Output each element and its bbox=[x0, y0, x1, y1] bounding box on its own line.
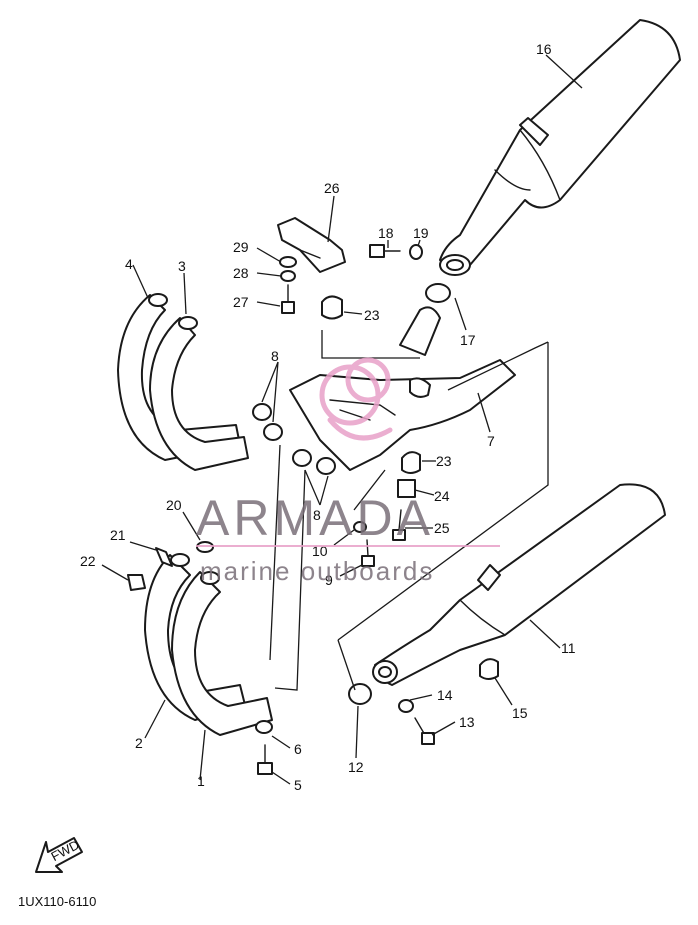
callout-29: 29 bbox=[233, 239, 249, 255]
nut-22 bbox=[127, 574, 146, 591]
exhaust-pipe-2 bbox=[144, 553, 246, 721]
exhaust-pipe-1 bbox=[171, 571, 273, 736]
callout-26: 26 bbox=[324, 180, 340, 196]
callout-28: 28 bbox=[233, 265, 249, 281]
bolt-18 bbox=[369, 244, 401, 258]
callout-15: 15 bbox=[512, 705, 528, 721]
bolt-9 bbox=[361, 539, 375, 567]
callout-9: 9 bbox=[325, 572, 333, 588]
callout-14: 14 bbox=[437, 687, 453, 703]
collar-24 bbox=[397, 479, 416, 498]
gasket-17 bbox=[425, 283, 451, 303]
nut-28 bbox=[280, 270, 296, 282]
fwd-arrow-icon: FWD bbox=[35, 837, 83, 873]
muffler-upper bbox=[439, 19, 681, 276]
callout-23-lower: 23 bbox=[436, 453, 452, 469]
damper-23-upper bbox=[321, 295, 343, 320]
gasket-8-c bbox=[292, 449, 312, 467]
callout-8-upper: 8 bbox=[271, 348, 279, 364]
bolt-13 bbox=[414, 717, 435, 745]
watermark-logo-icon bbox=[319, 357, 393, 441]
diagram-code: 1UX110-6110 bbox=[18, 894, 96, 909]
washer-14 bbox=[398, 699, 414, 713]
washer-6 bbox=[255, 720, 273, 734]
exhaust-pipe-3 bbox=[149, 316, 249, 471]
nut-10 bbox=[353, 521, 367, 533]
callout-23-upper: 23 bbox=[364, 307, 380, 323]
gasket-8-d bbox=[316, 457, 336, 475]
callout-16: 16 bbox=[536, 41, 552, 57]
callout-4: 4 bbox=[125, 256, 133, 272]
watermark-tagline: marine outboards bbox=[200, 556, 434, 586]
callout-5: 5 bbox=[294, 777, 302, 793]
callout-22: 22 bbox=[80, 553, 96, 569]
gasket-8-b bbox=[263, 423, 283, 441]
damper-23-lower bbox=[401, 451, 421, 474]
callout-27: 27 bbox=[233, 294, 249, 310]
muffler-lower bbox=[372, 483, 666, 686]
callout-18: 18 bbox=[378, 225, 394, 241]
callout-25: 25 bbox=[434, 520, 450, 536]
damper-15 bbox=[479, 658, 499, 680]
stud-21 bbox=[155, 547, 173, 567]
callout-24: 24 bbox=[434, 488, 450, 504]
washer-29 bbox=[279, 256, 297, 268]
callout-2: 2 bbox=[135, 735, 143, 751]
exhaust-collector-7 bbox=[289, 306, 516, 471]
washer-19 bbox=[409, 244, 423, 260]
callout-8-lower: 8 bbox=[313, 507, 321, 523]
callout-7: 7 bbox=[487, 433, 495, 449]
bracket-26 bbox=[277, 217, 346, 273]
callout-17: 17 bbox=[460, 332, 476, 348]
callout-21: 21 bbox=[110, 527, 126, 543]
bolt-27 bbox=[281, 284, 295, 314]
callout-19: 19 bbox=[413, 225, 429, 241]
callout-1: 1 bbox=[197, 773, 205, 789]
watermark-brand: ARMADA bbox=[196, 490, 434, 546]
callout-12: 12 bbox=[348, 759, 364, 775]
callout-6: 6 bbox=[294, 741, 302, 757]
bolt-25 bbox=[392, 509, 406, 541]
callout-3: 3 bbox=[178, 258, 186, 274]
gasket-8-a bbox=[252, 403, 272, 421]
callout-13: 13 bbox=[459, 714, 475, 730]
gasket-12 bbox=[348, 683, 372, 705]
watermark: ARMADA marine outboards bbox=[196, 357, 500, 586]
callout-11: 11 bbox=[561, 640, 576, 656]
bolt-5 bbox=[257, 744, 273, 775]
callout-20: 20 bbox=[166, 497, 182, 513]
